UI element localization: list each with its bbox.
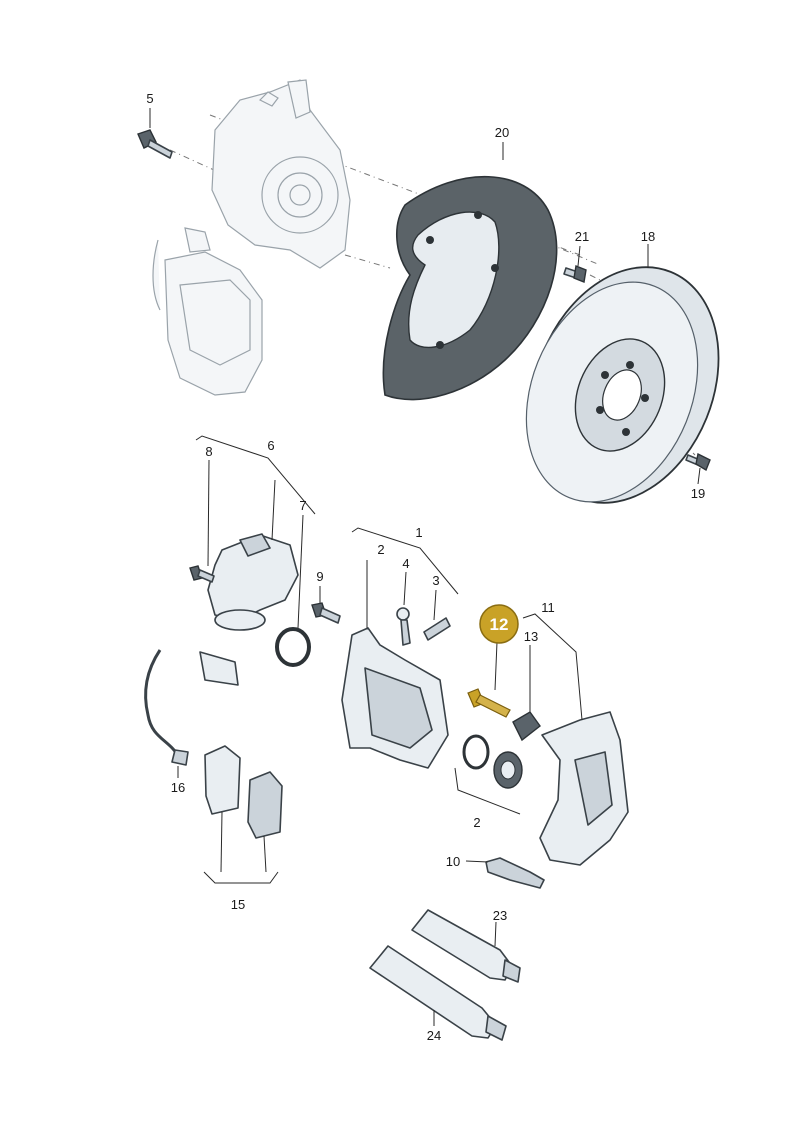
callout-2-seal[interactable]: 2: [473, 815, 480, 830]
screw-21: [563, 265, 587, 283]
callout-11[interactable]: 11: [541, 600, 555, 615]
caliper-ghost: [152, 227, 263, 396]
callout-2-caliper[interactable]: 2: [377, 542, 384, 557]
wear-sensor-16: [144, 649, 239, 766]
splash-shield-20: [382, 175, 558, 401]
callout-21[interactable]: 21: [575, 229, 589, 244]
caliper-housing-2: [341, 627, 449, 769]
callout-7[interactable]: 7: [299, 498, 306, 513]
callout-15[interactable]: 15: [231, 897, 245, 912]
callout-12-badge[interactable]: 12: [479, 604, 519, 644]
callout-16[interactable]: 16: [171, 780, 185, 795]
caliper-carrier-11: [539, 711, 629, 866]
callout-10[interactable]: 10: [446, 854, 460, 869]
callout-13[interactable]: 13: [524, 629, 538, 644]
guide-pin-4: [396, 607, 411, 646]
bolt-9: [311, 602, 341, 624]
clip-10: [485, 857, 545, 889]
callout-6[interactable]: 6: [267, 438, 274, 453]
screw-19: [685, 452, 711, 472]
callout-8[interactable]: 8: [205, 444, 212, 459]
callout-12[interactable]: 12: [490, 615, 509, 634]
callout-9[interactable]: 9: [316, 569, 323, 584]
piston-seal-2: [462, 734, 523, 789]
callout-23[interactable]: 23: [493, 908, 507, 923]
bleeder-screw-3: [423, 617, 451, 641]
parking-motor-6: [207, 533, 299, 631]
bolt-8: [189, 565, 215, 583]
wheel-hub-carrier: [211, 79, 351, 269]
callout-4[interactable]: 4: [402, 556, 409, 571]
grease-tube-23: [411, 909, 521, 983]
bolt-5: [137, 129, 173, 159]
brake-pads-15: [204, 745, 283, 839]
callout-labels: 5 20 21 18 19 6 8 7 9 1 2 4 3 11 13 2 10…: [146, 91, 705, 1043]
brake-disc-18: [525, 266, 720, 504]
leader-lines: [149, 108, 701, 1026]
callout-1[interactable]: 1: [415, 525, 422, 540]
callout-5[interactable]: 5: [146, 91, 153, 106]
guide-bolt-12: [467, 688, 511, 718]
boot-13: [512, 711, 541, 742]
callout-20[interactable]: 20: [495, 125, 509, 140]
callout-3[interactable]: 3: [432, 573, 439, 588]
callout-24[interactable]: 24: [427, 1028, 441, 1043]
o-ring-7: [275, 627, 311, 667]
callout-19[interactable]: 19: [691, 486, 705, 501]
grease-tube-24: [369, 945, 507, 1041]
callout-18[interactable]: 18: [641, 229, 655, 244]
